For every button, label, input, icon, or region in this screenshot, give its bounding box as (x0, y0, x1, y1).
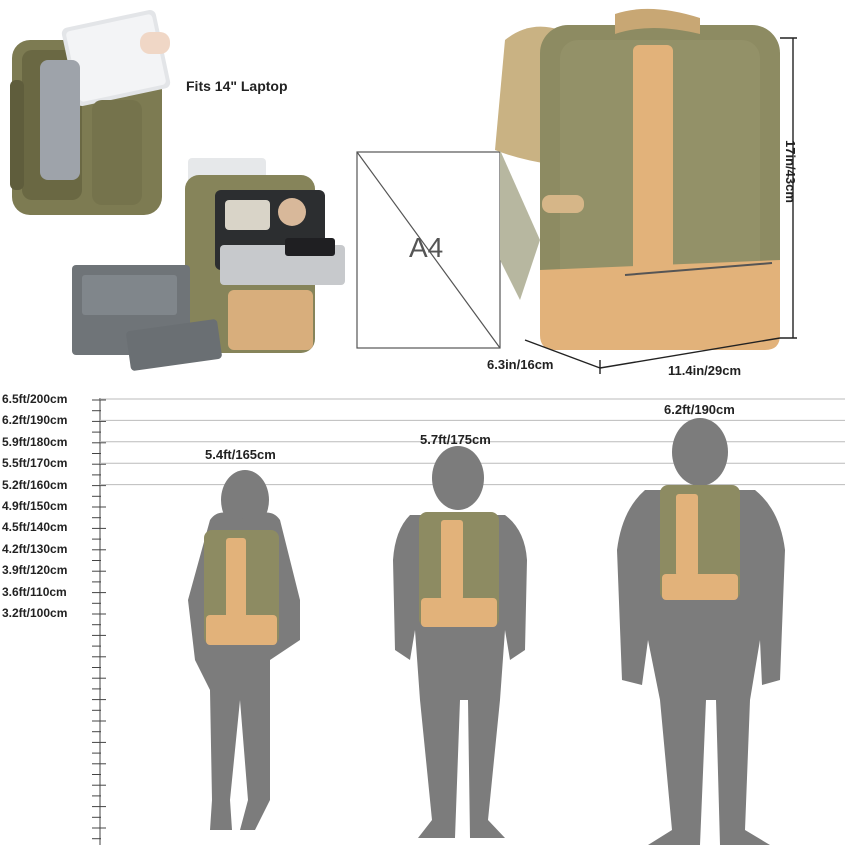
backpack-front-image (495, 8, 780, 350)
person-silhouette-1 (188, 470, 300, 830)
ruler-label: 3.6ft/110cm (2, 584, 67, 599)
ruler-label: 5.2ft/160cm (2, 477, 68, 492)
backpack-laptop-image (10, 10, 171, 215)
a4-label: A4 (409, 232, 444, 263)
dimension-lines (524, 37, 797, 374)
ruler-label: 5.5ft/170cm (2, 456, 68, 471)
worn-backpack-1 (204, 530, 279, 645)
person-3-height-label: 6.2ft/190cm (664, 402, 735, 417)
laptop-caption: Fits 14" Laptop (186, 78, 288, 94)
person-2-height-label: 5.7ft/175cm (420, 432, 491, 447)
dimension-depth-label: 6.3in/16cm (487, 357, 554, 372)
person-silhouette-2 (393, 446, 527, 838)
ruler-label: 6.5ft/200cm (2, 392, 68, 406)
ruler-ticks (92, 399, 106, 840)
ruler-label: 3.9ft/120cm (2, 563, 68, 578)
worn-backpack-2 (419, 512, 499, 627)
person-1-height-label: 5.4ft/165cm (205, 447, 276, 462)
person-silhouette-3 (617, 418, 785, 845)
ruler-label: 4.2ft/130cm (2, 541, 68, 556)
worn-backpack-3 (660, 485, 740, 600)
dimension-height-label: 17in/43cm (783, 140, 798, 203)
ruler-label: 4.9ft/150cm (2, 499, 68, 513)
dimension-width-label: 11.4in/29cm (668, 363, 741, 378)
camera-backpack-open-image (72, 158, 345, 371)
ruler-label: 5.9ft/180cm (2, 434, 68, 449)
ruler-label: 4.5ft/140cm (2, 520, 68, 535)
ruler-label: 3.2ft/100cm (2, 606, 68, 620)
a4-sheet-outline (356, 151, 501, 349)
ruler-label: 6.2ft/190cm (2, 413, 68, 428)
